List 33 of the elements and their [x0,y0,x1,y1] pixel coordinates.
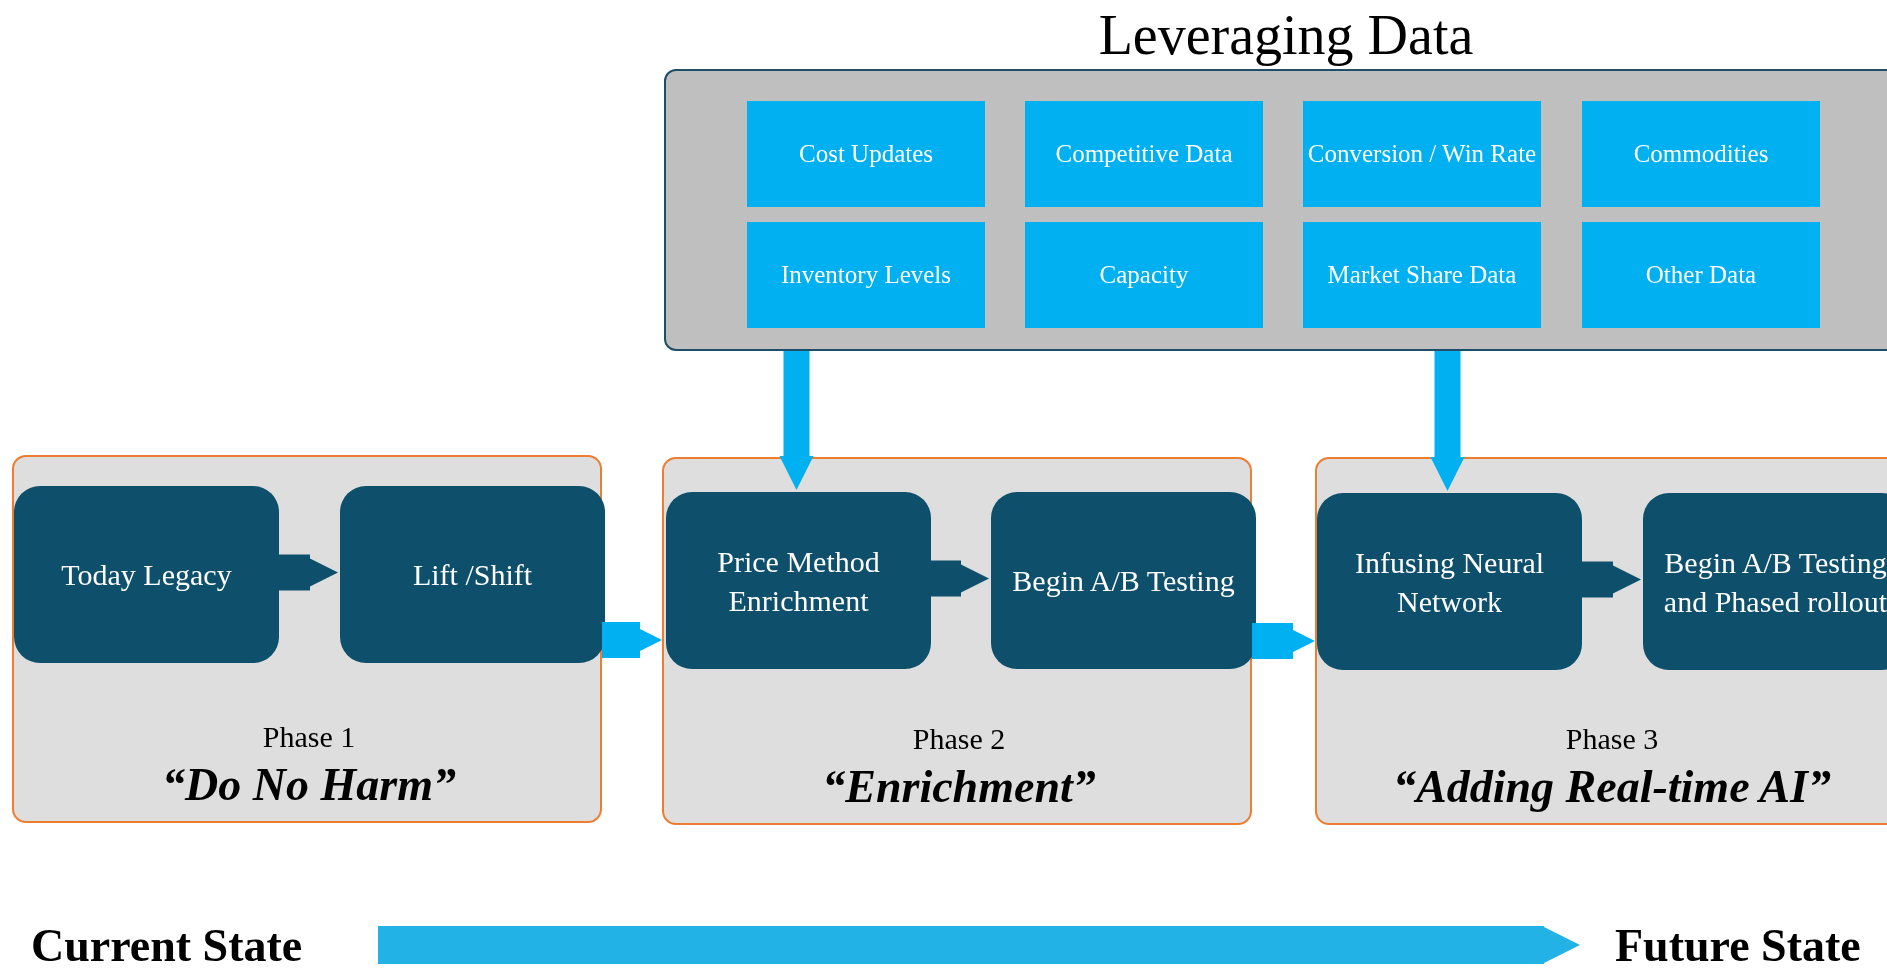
phase-label: Phase 3 [1564,721,1660,757]
phase-label: Phase 1 [261,719,357,755]
block-arrow [378,926,1580,964]
data-source-box: Cost Updates [747,101,985,207]
data-source-box: Capacity [1025,222,1263,328]
data-source-box: Conversion / Win Rate [1303,101,1541,207]
state-label: Future State [1615,918,1861,972]
phase-panel [12,455,602,823]
process-box: Lift /Shift [340,486,605,663]
phase-title: “Adding Real-time AI” [1392,760,1832,814]
process-box: Today Legacy [14,486,279,663]
process-box: Infusing Neural Network [1317,493,1582,670]
phase-panel [1315,457,1887,825]
block-arrow [1580,561,1641,598]
block-arrow [929,560,989,597]
process-box: Begin A/B Testing [991,492,1256,669]
process-box: Price Method Enrichment [666,492,931,669]
phase-title: “Enrichment” [821,760,1097,814]
block-arrow [602,622,662,658]
data-source-box: Inventory Levels [747,222,985,328]
data-source-box: Market Share Data [1303,222,1541,328]
data-source-box: Other Data [1582,222,1820,328]
block-arrow [779,351,814,490]
data-source-box: Competitive Data [1025,101,1263,207]
state-label: Current State [31,918,303,972]
phase-label: Phase 2 [911,721,1007,757]
block-arrow [1430,351,1465,491]
process-box: Begin A/B Testing and Phased rollout [1643,493,1887,670]
block-arrow [277,554,338,591]
block-arrow [1252,623,1315,659]
data-source-box: Commodities [1582,101,1820,207]
phase-title: “Do No Harm” [161,758,457,812]
panel-heading: Leveraging Data [1097,3,1475,67]
